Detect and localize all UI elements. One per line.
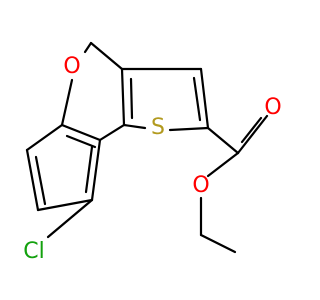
bond-layer	[25, 41, 269, 254]
ring-oxygen-label: O	[63, 54, 80, 79]
bond-double-c3-c2	[192, 76, 202, 122]
bond-carbonyl-carbon-o	[236, 114, 269, 155]
bond-double-c6-c5	[84, 145, 94, 194]
bond-ch2-ch3	[199, 233, 237, 254]
bond-double-c9a-c8a	[65, 134, 97, 149]
bond-c3-c2	[199, 67, 210, 130]
atom-labels: O O O S Cl	[23, 54, 281, 264]
bond-c9b-c9a	[98, 123, 126, 142]
bond-c2-s	[168, 126, 210, 132]
bond-c8a-c8	[25, 123, 64, 152]
thiophene-sulfur-label: S	[151, 115, 165, 140]
bond-c6-cl	[46, 198, 94, 239]
bond-c8-c7	[25, 148, 40, 212]
bond-c2-carbonyl-carbon	[206, 126, 240, 155]
bond-double-c8-c7	[34, 155, 47, 206]
bond-c6-c5	[90, 138, 102, 202]
bond-ring-o-c4	[83, 41, 93, 54]
bond-carbonyl-carbon-alkoxy-o	[206, 151, 240, 178]
alkoxy-oxygen-label: O	[192, 173, 209, 198]
structure-canvas: O O O S Cl	[23, 41, 282, 264]
bond-s-c9b	[122, 123, 147, 130]
bond-double-c4a-c9b	[129, 77, 134, 120]
bond-carbonyl-carbon-o-inner	[240, 116, 263, 144]
bond-c9b-c4a	[120, 67, 126, 127]
molecule-drawing: O O O S Cl	[23, 41, 282, 264]
carbonyl-oxygen-label: O	[264, 95, 281, 120]
bond-ring-o-c8a	[60, 78, 74, 127]
bond-c9a-c8a	[60, 123, 102, 142]
bond-c7-c6	[36, 198, 94, 212]
chlorine-label: Cl	[23, 239, 44, 264]
bond-c4-c4a	[89, 41, 124, 71]
